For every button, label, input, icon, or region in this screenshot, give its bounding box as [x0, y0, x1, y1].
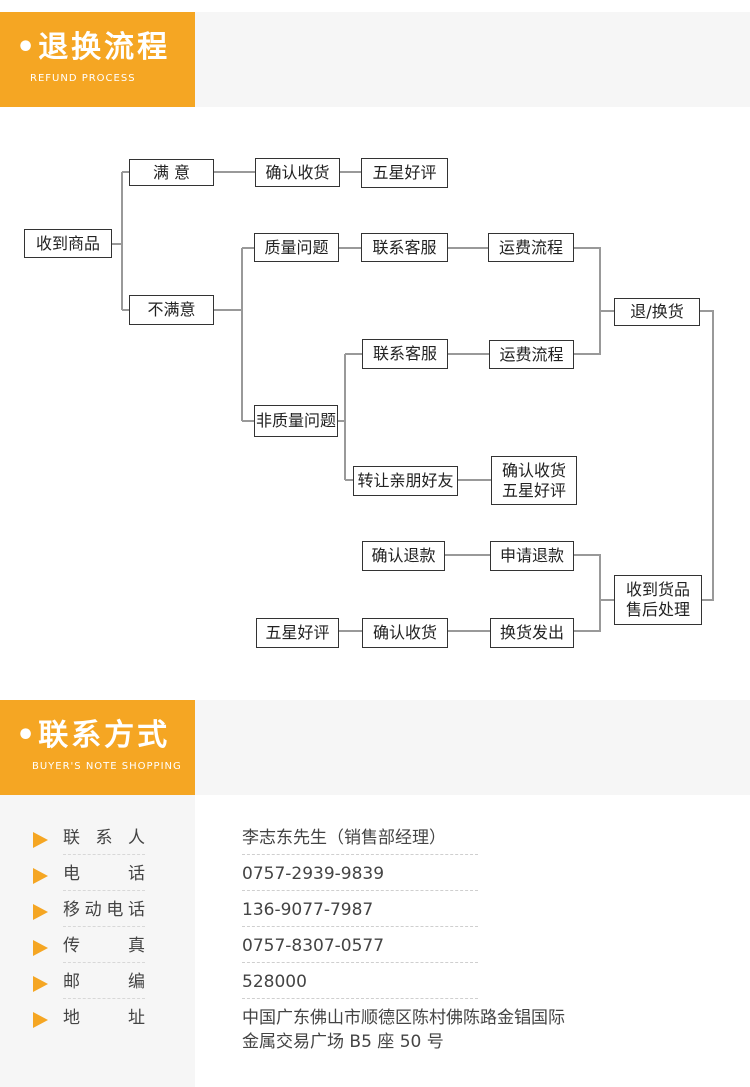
- section-tag-contact: •联系方式 BUYER'S NOTE SHOPPING: [0, 700, 195, 795]
- box-contact-cs-2: 联系客服: [362, 339, 448, 369]
- contact-value: 中国广东佛山市顺德区陈村佛陈路金锠国际: [242, 1008, 565, 1028]
- section-subtitle: REFUND PROCESS: [30, 73, 136, 84]
- contact-value-line2: 金属交易广场 B5 座 50 号: [242, 1032, 444, 1052]
- box-apply-refund: 申请退款: [490, 541, 574, 571]
- contact-value: 0757-8307-0577: [242, 936, 385, 956]
- value-divider: [242, 926, 478, 927]
- arrow-right-icon: [33, 868, 48, 884]
- section-title-contact-text: 联系方式: [38, 718, 171, 753]
- contact-label: 邮编: [63, 972, 145, 992]
- contact-value: 528000: [242, 972, 307, 992]
- contact-row-postcode: 邮编 528000: [0, 971, 750, 1007]
- box-after-sales: 收到货品 售后处理: [614, 575, 702, 625]
- box-ship-exchange: 换货发出: [490, 618, 574, 648]
- box-quality-issue: 质量问题: [254, 233, 339, 262]
- box-transfer-friends: 转让亲朋好友: [353, 466, 458, 496]
- value-divider: [242, 890, 478, 891]
- box-unsatisfied: 不满意: [129, 295, 214, 325]
- contact-label: 电话: [63, 864, 145, 884]
- contact-value: 李志东先生（销售部经理）: [242, 828, 446, 848]
- box-return-exchange: 退/换货: [614, 298, 700, 326]
- value-divider: [242, 962, 478, 963]
- label-divider: [63, 926, 145, 927]
- section-subtitle-contact: BUYER'S NOTE SHOPPING: [32, 761, 182, 772]
- box-confirm-receipt-3: 确认收货: [362, 618, 448, 648]
- value-divider: [242, 854, 478, 855]
- contact-label: 地址: [63, 1008, 145, 1028]
- contact-label-panel: [0, 795, 195, 1087]
- arrow-right-icon: [33, 976, 48, 992]
- arrow-right-icon: [33, 1012, 48, 1028]
- section-title-text: 退换流程: [38, 30, 171, 65]
- section-title: •退换流程: [16, 30, 171, 65]
- contact-value: 136-9077-7987: [242, 900, 374, 920]
- box-satisfied: 满 意: [129, 159, 214, 186]
- contact-row-phone: 电话 0757-2939-9839: [0, 863, 750, 899]
- box-after-sales-line2: 售后处理: [625, 600, 690, 619]
- arrow-right-icon: [33, 904, 48, 920]
- section-tag-refund-process: •退换流程 REFUND PROCESS: [0, 12, 195, 107]
- box-confirm-receipt-2: 确认收货 五星好评: [491, 456, 577, 505]
- box-confirm-refund: 确认退款: [362, 541, 445, 571]
- contact-row-person: 联系人 李志东先生（销售部经理）: [0, 827, 750, 863]
- contact-label: 移动电话: [63, 900, 145, 920]
- contact-value: 0757-2939-9839: [242, 864, 385, 884]
- box-shipping-1: 运费流程: [488, 233, 574, 262]
- label-divider: [63, 962, 145, 963]
- contact-row-fax: 传真 0757-8307-0577: [0, 935, 750, 971]
- contact-row-mobile: 移动电话 136-9077-7987: [0, 899, 750, 935]
- label-divider: [63, 854, 145, 855]
- value-divider: [242, 998, 478, 999]
- section-title-contact: •联系方式: [16, 718, 171, 753]
- arrow-right-icon: [33, 940, 48, 956]
- label-divider: [63, 890, 145, 891]
- arrow-right-icon: [33, 832, 48, 848]
- box-shipping-2: 运费流程: [489, 340, 574, 369]
- contact-label: 传真: [63, 936, 145, 956]
- box-confirm-receipt-1: 确认收货: [255, 158, 340, 187]
- box-contact-cs-1: 联系客服: [361, 233, 448, 262]
- box-five-star-1: 五星好评: [361, 158, 448, 188]
- box-five-star-2: 五星好评: [256, 618, 339, 648]
- box-after-sales-line1: 收到货品: [625, 580, 690, 599]
- box-confirm-receipt-2-line2: 五星好评: [501, 480, 566, 500]
- contact-label: 联系人: [63, 828, 145, 848]
- box-confirm-receipt-2-line1: 确认收货: [501, 460, 566, 480]
- flow-connectors: [112, 171, 714, 632]
- label-divider: [63, 998, 145, 999]
- contact-row-address: 地址 中国广东佛山市顺德区陈村佛陈路金锠国际 金属交易广场 B5 座 50 号: [0, 1007, 750, 1057]
- box-receive-goods: 收到商品: [24, 229, 112, 258]
- box-non-quality-issue: 非质量问题: [254, 405, 338, 437]
